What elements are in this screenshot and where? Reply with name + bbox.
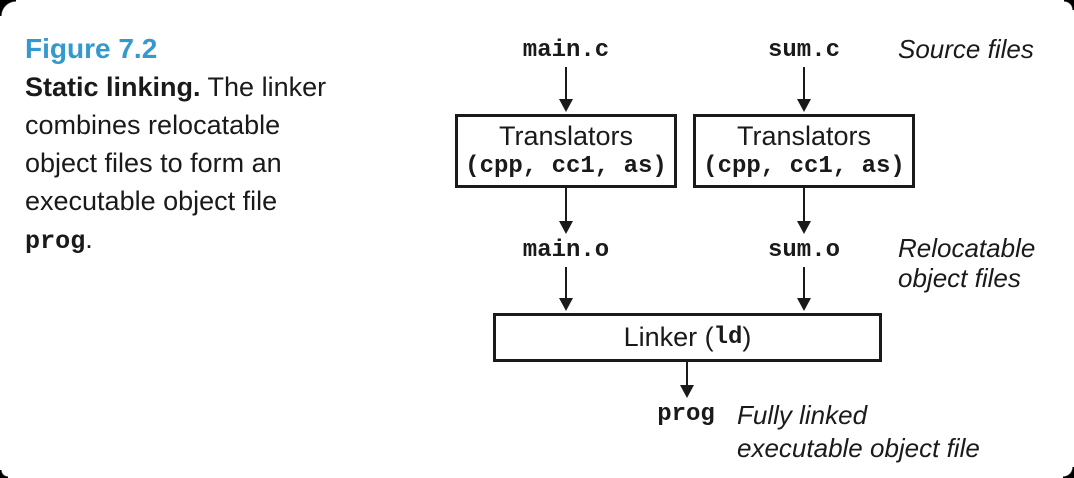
translator-box-left: Translators (cpp, cc1, as) [455,114,677,188]
caption-title: Static linking. [25,72,201,102]
arrow-head-icon [797,298,811,311]
arrow-head-icon [797,221,811,234]
figure-number: Figure 7.2 [25,33,158,64]
corner-artifact-top-left [0,0,16,16]
arrow-sum-o-to-linker [797,267,811,311]
label-sum-c: sum.c [767,37,841,64]
label-main-o: main.o [522,237,610,264]
arrow-linker-to-prog [680,362,694,398]
arrow-head-icon [680,385,694,398]
arrow-head-icon [559,221,573,234]
annotation-relocatable-line-2: object files [898,263,1021,293]
annotation-source-files: Source files [898,34,1034,64]
translator-box-right: Translators (cpp, cc1, as) [693,114,915,188]
caption-line-1: Static linking. The linker [25,68,370,106]
annotation-fully-linked: Fully linked executable object file [737,399,980,465]
translator-left-tools: (cpp, cc1, as) [465,152,667,180]
annotation-output-line-1: Fully linked [737,400,868,430]
arrow-translator-to-sum-o [797,188,811,234]
label-sum-o: sum.o [767,237,841,264]
linker-ld-code: ld [713,323,743,351]
arrow-main-c-to-translator [559,67,573,112]
annotation-relocatable-line-1: Relocatable [898,233,1036,263]
caption-line-1-rest: The linker [200,72,327,102]
arrow-head-icon [797,99,811,112]
caption-line-4: executable object file [25,186,278,216]
label-prog: prog [657,401,715,428]
caption-line-5: prog. [25,220,370,261]
corner-artifact-bottom-left [0,470,8,478]
figure-caption: Figure 7.2 Static linking. The linker co… [25,30,370,261]
caption-line-3: object files to form an [25,148,282,178]
arrow-head-icon [559,99,573,112]
caption-body: Static linking. The linker combines relo… [25,68,370,261]
corner-artifact-top-right [1064,0,1074,10]
caption-prog-code: prog [25,227,86,256]
corner-artifact-bottom-right [1063,467,1074,478]
linker-box: Linker (ld) [493,313,882,362]
caption-line-2: combines relocatable [25,110,281,140]
linker-title-prefix: Linker ( [623,322,714,352]
translator-left-title: Translators [498,120,634,151]
translator-right-tools: (cpp, cc1, as) [703,152,905,180]
linker-title-suffix: ) [742,322,752,352]
arrow-main-o-to-linker [559,267,573,311]
translator-right-title: Translators [736,120,872,151]
arrow-sum-c-to-translator [797,67,811,112]
annotation-relocatable-object-files: Relocatable object files [898,233,1035,293]
arrow-translator-to-main-o [559,188,573,234]
annotation-output-line-2: executable object file [737,433,980,463]
caption-period: . [85,224,93,254]
arrow-head-icon [559,298,573,311]
label-main-c: main.c [522,37,610,64]
